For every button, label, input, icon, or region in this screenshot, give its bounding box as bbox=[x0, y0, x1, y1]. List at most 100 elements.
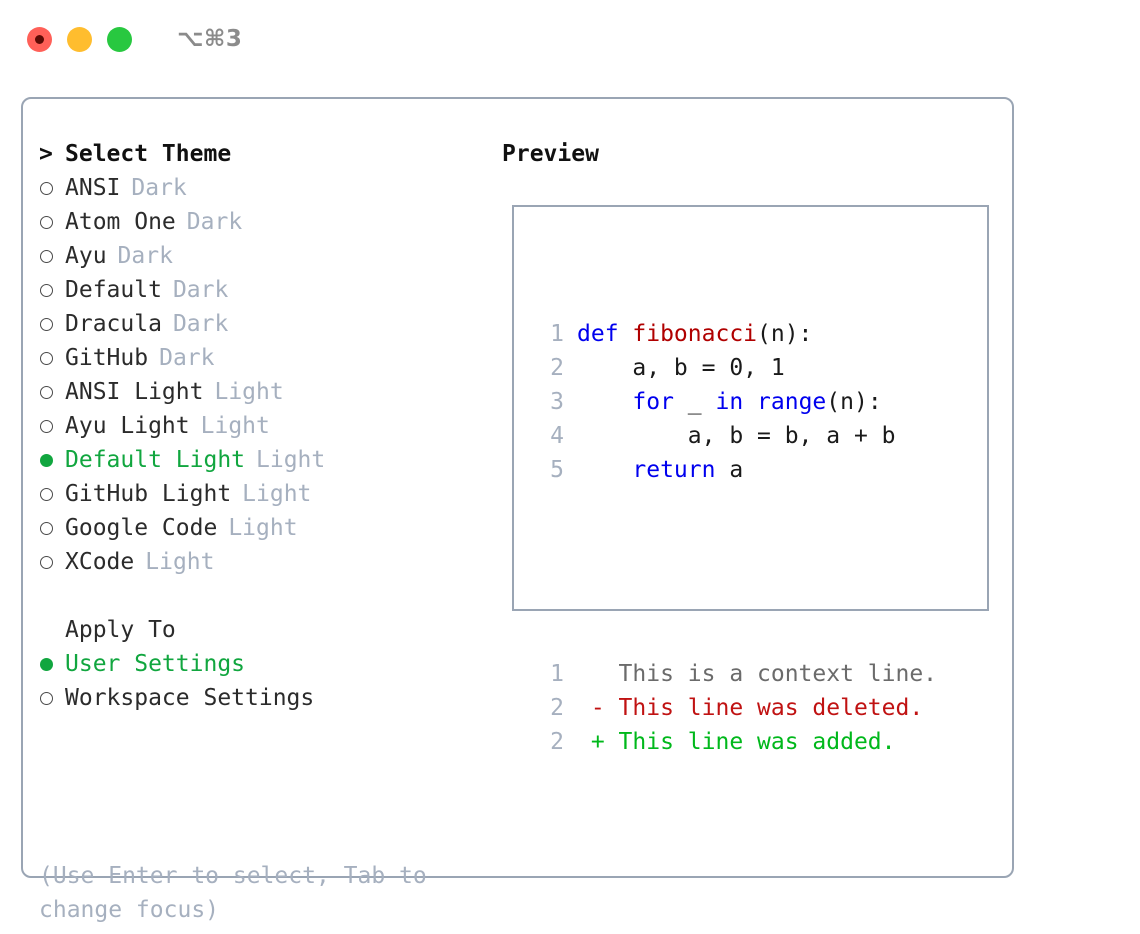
theme-option-row[interactable]: ANSI Light Light bbox=[39, 375, 489, 409]
theme-variant-badge: Dark bbox=[186, 209, 243, 235]
select-theme-heading-label: Select Theme bbox=[65, 141, 232, 167]
code-token: in bbox=[715, 389, 758, 415]
code-line-text: return a bbox=[577, 453, 743, 487]
theme-variant-badge: Light bbox=[228, 515, 298, 541]
theme-option-label: XCode bbox=[65, 549, 135, 575]
code-token: range bbox=[757, 389, 827, 415]
radio-unselected-icon bbox=[39, 283, 65, 297]
radio-ring-icon bbox=[40, 555, 53, 569]
radio-unselected-icon bbox=[39, 249, 65, 263]
radio-unselected-icon bbox=[39, 487, 65, 501]
close-button[interactable] bbox=[27, 26, 52, 52]
line-number: 3 bbox=[550, 389, 564, 415]
theme-option-row[interactable]: GitHub Dark bbox=[39, 341, 489, 375]
theme-variant-badge: Light bbox=[200, 413, 270, 439]
code-token: return bbox=[632, 457, 730, 483]
theme-variant-badge: Dark bbox=[159, 345, 215, 371]
code-line-text: for _ in range(n): bbox=[577, 385, 882, 419]
radio-ring-icon bbox=[40, 351, 53, 365]
apply-to-option-label: Workspace Settings bbox=[65, 685, 315, 711]
radio-ring-icon bbox=[40, 419, 53, 433]
code-token: (n): bbox=[757, 321, 813, 347]
code-token: a, b = b, a + b bbox=[577, 423, 896, 449]
radio-unselected-icon bbox=[39, 317, 65, 331]
radio-ring-icon bbox=[40, 487, 53, 501]
code-token: a bbox=[729, 457, 744, 483]
theme-variant-badge: Light bbox=[214, 379, 284, 405]
recording-indicator-icon bbox=[35, 34, 44, 44]
code-blank-line bbox=[538, 555, 937, 589]
radio-unselected-icon bbox=[39, 181, 65, 195]
theme-option-row[interactable]: Default Light Light bbox=[39, 443, 489, 477]
theme-option-label: Default Light bbox=[65, 447, 246, 473]
theme-option-row[interactable]: Default Dark bbox=[39, 273, 489, 307]
theme-option-label: Atom One bbox=[65, 209, 176, 235]
preview-column: Preview bbox=[502, 137, 1002, 171]
diff-line-text: - This line was deleted. bbox=[577, 695, 924, 721]
theme-option-label: ANSI Light bbox=[65, 379, 204, 405]
preview-heading-label: Preview bbox=[502, 141, 599, 167]
radio-unselected-icon bbox=[39, 385, 65, 399]
code-token: def bbox=[577, 321, 633, 347]
radio-ring-icon bbox=[40, 283, 53, 297]
apply-to-option-row[interactable]: Workspace Settings bbox=[39, 681, 489, 715]
theme-option-label: Default bbox=[65, 277, 162, 303]
radio-dot-icon bbox=[40, 657, 53, 671]
select-theme-heading: > Select Theme bbox=[39, 137, 489, 171]
code-token: for bbox=[632, 389, 688, 415]
minimize-button[interactable] bbox=[67, 26, 92, 52]
window-titlebar: ⌥⌘3 bbox=[0, 0, 1140, 78]
diff-line: 1 This is a context line. bbox=[538, 657, 937, 691]
theme-option-row[interactable]: Atom One Dark bbox=[39, 205, 489, 239]
code-token: _ bbox=[687, 389, 716, 415]
theme-variant-badge: Light bbox=[145, 549, 215, 575]
maximize-button[interactable] bbox=[107, 26, 132, 52]
keyboard-hint-text: (Use Enter to select, Tab to change focu… bbox=[39, 863, 427, 923]
radio-unselected-icon bbox=[39, 215, 65, 229]
radio-unselected-icon bbox=[39, 419, 65, 433]
code-line-text: def fibonacci(n): bbox=[577, 317, 812, 351]
theme-option-label: GitHub Light bbox=[65, 481, 232, 507]
theme-option-label: GitHub bbox=[65, 345, 149, 371]
code-line-text: a, b = b, a + b bbox=[577, 419, 896, 453]
line-number: 2 bbox=[550, 695, 564, 721]
code-token: a, b = 0, 1 bbox=[577, 355, 785, 381]
radio-unselected-icon bbox=[39, 555, 65, 569]
theme-variant-badge: Light bbox=[256, 447, 326, 473]
theme-option-label: Ayu bbox=[65, 243, 107, 269]
apply-to-heading: Apply To bbox=[39, 613, 489, 647]
code-token: (n): bbox=[826, 389, 882, 415]
radio-unselected-icon bbox=[39, 351, 65, 365]
diff-line: 2 + This line was added. bbox=[538, 725, 937, 759]
theme-option-row[interactable]: XCode Light bbox=[39, 545, 489, 579]
radio-ring-icon bbox=[40, 385, 53, 399]
apply-to-option-label: User Settings bbox=[65, 651, 246, 677]
code-token bbox=[577, 457, 632, 483]
radio-ring-icon bbox=[40, 181, 53, 195]
radio-selected-icon bbox=[39, 453, 65, 467]
theme-option-label: Dracula bbox=[65, 311, 162, 337]
radio-ring-icon bbox=[40, 215, 53, 229]
diff-line-text: + This line was added. bbox=[577, 729, 896, 755]
theme-variant-badge: Dark bbox=[172, 277, 229, 303]
theme-option-label: Ayu Light bbox=[65, 413, 190, 439]
theme-option-row[interactable]: Ayu Light Light bbox=[39, 409, 489, 443]
line-number: 2 bbox=[550, 729, 564, 755]
apply-to-option-row[interactable]: User Settings bbox=[39, 647, 489, 681]
radio-dot-icon bbox=[40, 453, 53, 467]
code-token: fibonacci bbox=[632, 321, 758, 347]
code-line-text: a, b = 0, 1 bbox=[577, 351, 785, 385]
radio-ring-icon bbox=[40, 249, 53, 263]
